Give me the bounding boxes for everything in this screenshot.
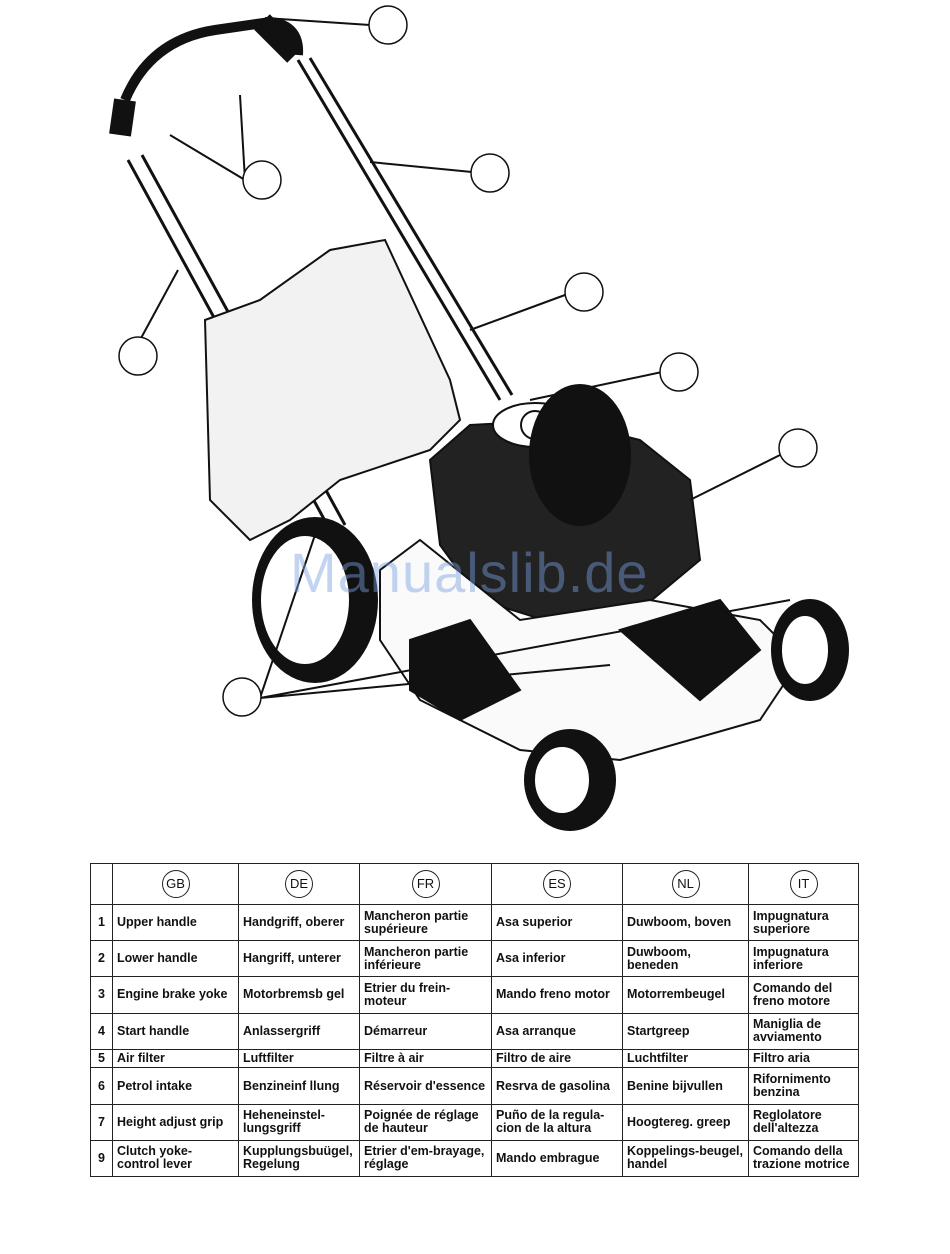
table-cell: Koppelings-beugel, handel bbox=[622, 1139, 749, 1178]
row-number: 5 bbox=[90, 1048, 113, 1069]
lang-gb: GB bbox=[161, 870, 190, 898]
table-cell: Filtre à air bbox=[359, 1048, 492, 1069]
table-cell: Luchtfilter bbox=[622, 1048, 749, 1069]
table-cell: Duwboom, beneden bbox=[622, 940, 749, 978]
table-cell: Benine bijvullen bbox=[622, 1067, 749, 1105]
row-number: 4 bbox=[90, 1012, 113, 1050]
table-cell: Asa inferior bbox=[491, 940, 623, 978]
row-number: 2 bbox=[90, 940, 113, 978]
row-number: 7 bbox=[90, 1103, 113, 1141]
row-number: 3 bbox=[90, 976, 113, 1014]
table-cell: Mancheron partie inférieure bbox=[359, 940, 492, 978]
table-cell: Motorrembeugel bbox=[622, 976, 749, 1014]
table-cell: Anlassergriff bbox=[238, 1012, 360, 1050]
table-cell: Upper handle bbox=[112, 903, 239, 942]
table-cell: Engine brake yoke bbox=[112, 976, 239, 1014]
table-cell: Filtro aria bbox=[748, 1048, 859, 1069]
table-cell: Handgriff, oberer bbox=[238, 903, 360, 942]
lang-es: ES bbox=[543, 870, 571, 898]
table-cell: Benzineinf llung bbox=[238, 1067, 360, 1105]
table-cell: Startgreep bbox=[622, 1012, 749, 1050]
table-cell: Mancheron partie supérieure bbox=[359, 903, 492, 942]
table-cell: Reglolatore dell'altezza bbox=[748, 1103, 859, 1141]
table-cell: Luftfilter bbox=[238, 1048, 360, 1069]
blank-corner-cell bbox=[90, 863, 113, 905]
table-cell: Rifornimento benzina bbox=[748, 1067, 859, 1105]
table-cell: Mando embrague bbox=[491, 1139, 623, 1178]
language-header-row: GB DE FR ES NL IT bbox=[90, 863, 859, 905]
table-cell: Duwboom, boven bbox=[622, 903, 749, 942]
table-cell: Maniglia de avviamento bbox=[748, 1012, 859, 1050]
table-cell: Petrol intake bbox=[112, 1067, 239, 1105]
row-number: 1 bbox=[90, 903, 113, 942]
table-cell: Clutch yoke-control lever bbox=[112, 1139, 239, 1178]
table-cell: Démarreur bbox=[359, 1012, 492, 1050]
table-cell: Impugnatura inferiore bbox=[748, 940, 859, 978]
table-cell: Height adjust grip bbox=[112, 1103, 239, 1141]
table-cell: Heheneinstel-lungsgriff bbox=[238, 1103, 360, 1141]
table-cell: Comando del freno motore bbox=[748, 976, 859, 1014]
lang-de: DE bbox=[285, 870, 313, 898]
table-cell: Start handle bbox=[112, 1012, 239, 1050]
table-cell: Etrier du frein-moteur bbox=[359, 976, 492, 1014]
table-cell: Motorbremsb gel bbox=[238, 976, 360, 1014]
table-cell: Asa arranque bbox=[491, 1012, 623, 1050]
table-cell: Puño de la regula-cion de la altura bbox=[491, 1103, 623, 1141]
table-cell: Asa superior bbox=[491, 903, 623, 942]
table-cell: Hoogtereg. greep bbox=[622, 1103, 749, 1141]
table-cell: Mando freno motor bbox=[491, 976, 623, 1014]
lang-nl: NL bbox=[671, 870, 700, 898]
lang-fr: FR bbox=[411, 870, 440, 898]
table-cell: Poignée de réglage de hauteur bbox=[359, 1103, 492, 1141]
table-cell: Comando della trazione motrice bbox=[748, 1139, 859, 1178]
row-number: 6 bbox=[90, 1067, 113, 1105]
row-number: 9 bbox=[90, 1139, 113, 1178]
table-cell: Hangriff, unterer bbox=[238, 940, 360, 978]
table-cell: Etrier d'em-brayage, réglage bbox=[359, 1139, 492, 1178]
table-cell: Resrva de gasolina bbox=[491, 1067, 623, 1105]
table-cell: Kupplungsbuügel, Regelung bbox=[238, 1139, 360, 1178]
table-cell: Filtro de aire bbox=[491, 1048, 623, 1069]
lang-it: IT bbox=[789, 870, 818, 898]
table-cell: Lower handle bbox=[112, 940, 239, 978]
table-cell: Réservoir d'essence bbox=[359, 1067, 492, 1105]
table-cell: Air filter bbox=[112, 1048, 239, 1069]
table-cell: Impugnatura superiore bbox=[748, 903, 859, 942]
lawn-mower-illustration bbox=[109, 5, 849, 831]
